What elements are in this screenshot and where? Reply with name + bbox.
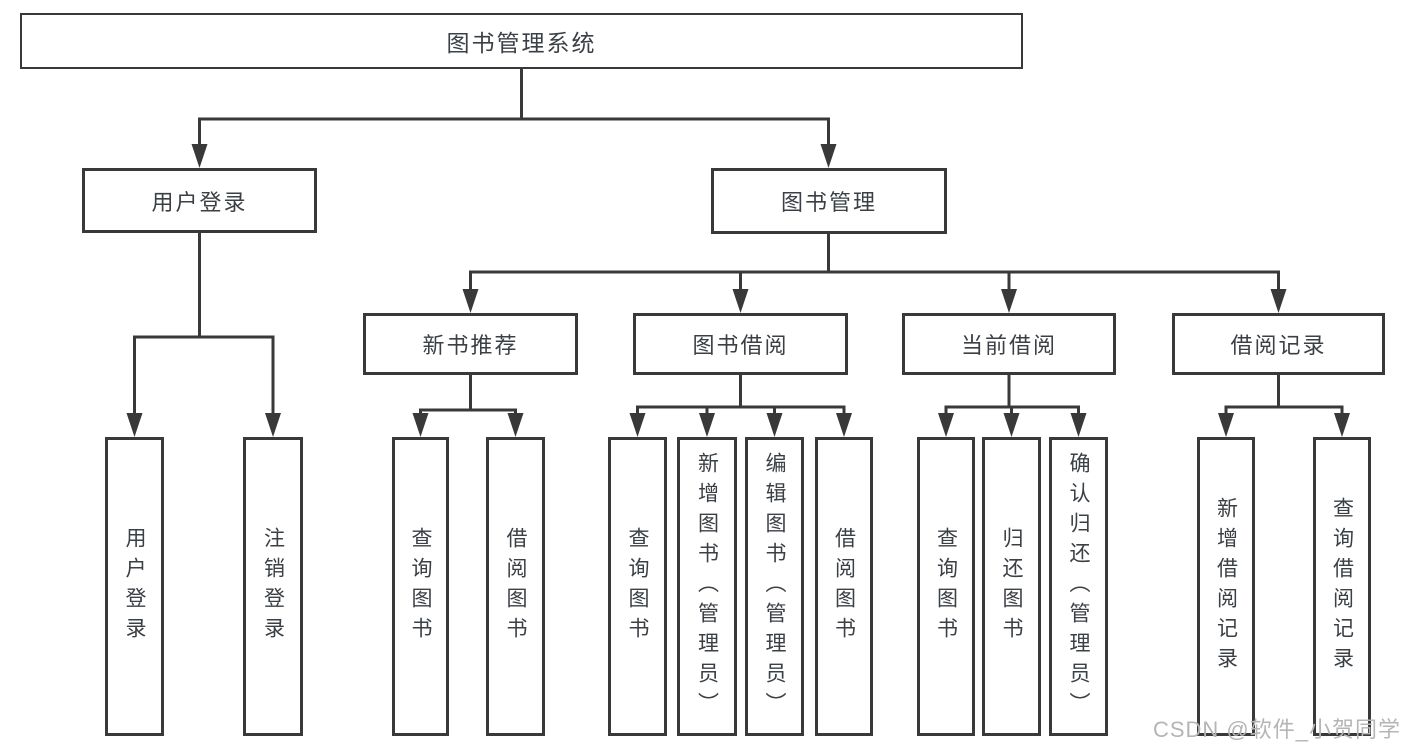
node-leaf-add-borrow-record: 新增借阅记录	[1197, 437, 1255, 736]
connector-book-borrowing-children	[629, 373, 852, 437]
arrowhead	[1001, 289, 1017, 313]
connector-new-book-recommend-children	[412, 373, 524, 437]
node-label: 确认归还（管理员）	[1067, 451, 1090, 722]
node-label: 借阅图书	[504, 526, 527, 647]
node-label: 编辑图书（管理员）	[763, 451, 786, 722]
node-label: 查询图书	[409, 526, 432, 647]
node-leaf-borrow-books-recommend: 借阅图书	[486, 437, 545, 736]
node-borrowing-records: 借阅记录	[1172, 313, 1385, 375]
node-current-borrowing: 当前借阅	[902, 313, 1116, 375]
node-leaf-query-borrow-record: 查询借阅记录	[1313, 437, 1371, 736]
node-label: 查询图书	[626, 526, 649, 647]
node-leaf-borrow-books: 借阅图书	[815, 437, 873, 736]
arrowhead	[1218, 413, 1234, 437]
node-label: 查询图书	[934, 526, 958, 647]
arrowhead	[412, 413, 429, 437]
node-leaf-query-books-borrowing: 查询图书	[608, 437, 667, 736]
arrowhead	[836, 413, 852, 437]
arrowhead	[126, 413, 143, 437]
arrowhead	[1070, 413, 1087, 437]
node-label: 新增借阅记录	[1214, 496, 1238, 677]
connector-user-login-children	[126, 231, 281, 437]
node-label: 图书借阅	[692, 333, 789, 358]
node-user-login: 用户登录	[82, 168, 317, 233]
node-leaf-logout: 注销登录	[243, 437, 303, 736]
arrowhead	[191, 144, 208, 168]
arrowhead	[699, 413, 715, 437]
node-library-system: 图书管理系统	[20, 13, 1023, 69]
arrowhead	[507, 413, 524, 437]
node-label: 借阅记录	[1230, 333, 1327, 358]
node-label: 借阅图书	[832, 526, 856, 647]
csdn-watermark: CSDN @软件_小贺同学	[1152, 717, 1401, 742]
node-label: 图书管理系统	[446, 30, 597, 56]
node-new-book-recommend: 新书推荐	[363, 313, 578, 375]
node-label: 图书管理	[780, 190, 877, 215]
node-leaf-user-login: 用户登录	[105, 437, 164, 736]
connector-root-to-level2	[191, 67, 837, 168]
connector-book-management-children	[462, 231, 1287, 313]
node-label: 注销登录	[261, 526, 285, 647]
node-label: 用户登录	[151, 189, 248, 215]
node-leaf-return-books: 归还图书	[982, 437, 1041, 736]
node-label: 归还图书	[1000, 526, 1023, 647]
arrowhead	[1270, 289, 1287, 313]
arrowhead	[938, 413, 954, 437]
arrowhead	[629, 413, 646, 437]
arrowhead	[820, 144, 837, 168]
node-book-borrowing: 图书借阅	[633, 313, 848, 375]
node-leaf-add-books-admin: 新增图书（管理员）	[677, 437, 737, 736]
node-label: 当前借阅	[960, 333, 1057, 358]
node-label: 用户登录	[123, 526, 146, 647]
node-label: 新书推荐	[422, 333, 519, 358]
arrowhead	[462, 289, 479, 313]
arrowhead	[1334, 413, 1350, 437]
node-leaf-query-books-recommend: 查询图书	[392, 437, 449, 736]
node-book-management: 图书管理	[711, 168, 947, 234]
node-label: 查询借阅记录	[1330, 496, 1354, 677]
arrowhead	[766, 413, 783, 437]
node-leaf-query-books-current: 查询图书	[917, 437, 975, 736]
arrowhead	[265, 413, 281, 437]
node-label: 新增图书（管理员）	[695, 451, 719, 722]
connector-borrowing-records-children	[1218, 373, 1350, 437]
arrowhead	[732, 289, 749, 313]
node-leaf-edit-books-admin: 编辑图书（管理员）	[745, 437, 804, 736]
arrowhead	[1003, 413, 1020, 437]
node-leaf-confirm-return-admin: 确认归还（管理员）	[1049, 437, 1108, 736]
connector-current-borrowing-children	[938, 373, 1087, 437]
